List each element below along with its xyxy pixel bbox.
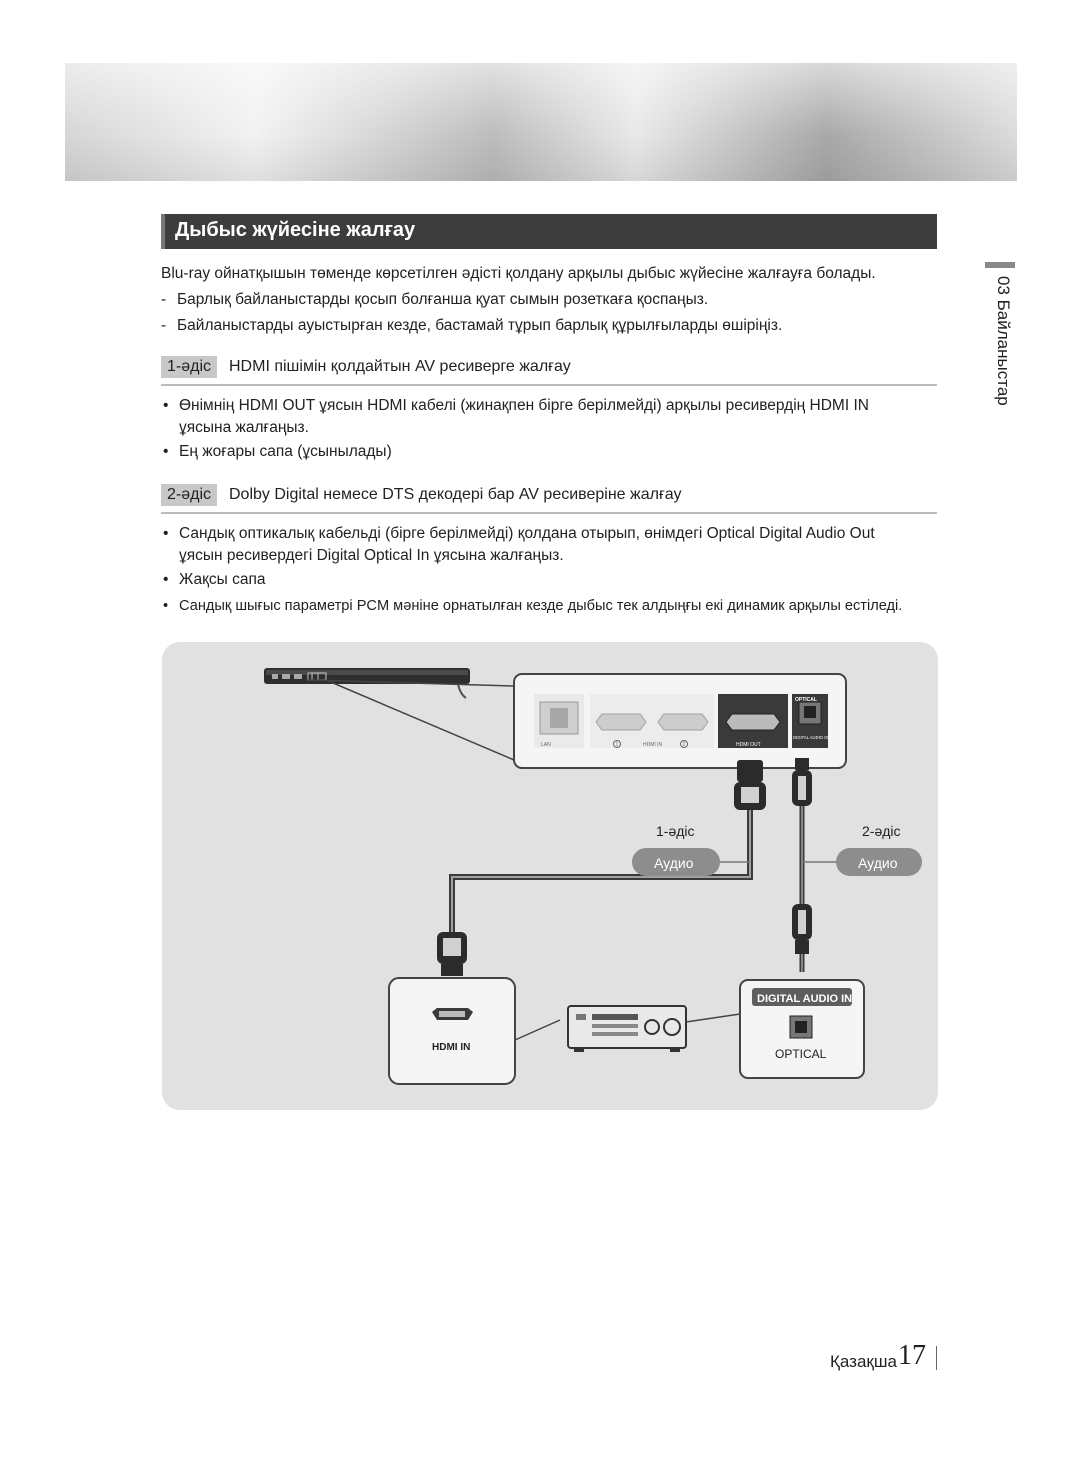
port-label-lan: LAN (541, 742, 551, 748)
bullet-dot: • (163, 571, 169, 588)
method2-bullet-1-text-cont: ұясын ресивердегі Digital Optical In ұяс… (179, 547, 564, 564)
method2-bullet-1-text: Сандық оптикалық кабельді (бірге берілме… (179, 525, 875, 542)
audio-badge-1-text: Аудио (654, 855, 694, 871)
method2-bullet-3: • Сандық шығыс параметрі PCM мәніне орна… (163, 596, 902, 616)
digital-audio-in-label: DIGITAL AUDIO IN (757, 993, 852, 1005)
header-banner (65, 63, 1017, 181)
method2-bullet-2-text: Жақсы сапа (179, 571, 266, 588)
method1-heading: 1-әдіс HDMI пішімін қолдайтын AV ресивер… (161, 356, 937, 386)
footer-divider (936, 1346, 937, 1370)
page-number: 17 (898, 1340, 926, 1371)
method1-bullet-2: • Ең жоғары сапа (ұсынылады) (163, 442, 392, 462)
bluray-player (264, 668, 470, 699)
method1-bullet-1: • Өнімнің HDMI OUT ұясын HDMI кабелі (жи… (163, 396, 869, 416)
bullet-dot: • (163, 598, 169, 614)
port-label-digital-audio-out: DIGITAL AUDIO OUT (793, 735, 833, 740)
footer-language: Қазақша (830, 1352, 897, 1371)
intro-note-1-text: Барлық байланыстарды қосып болғанша қуат… (177, 291, 709, 308)
chapter-marker (985, 262, 1015, 268)
method2-heading: 2-әдіс Dolby Digital немесе DTS декодері… (161, 484, 937, 514)
dash: - (161, 317, 167, 334)
method2-bullet-3-text: Сандық шығыс параметрі PCM мәніне орнаты… (179, 598, 903, 614)
optical-connector-bottom (792, 904, 812, 954)
audio-badge-2 (836, 848, 922, 876)
port-number-1: 1 (616, 742, 619, 748)
method2-title: Dolby Digital немесе DTS декодері бар AV… (229, 486, 682, 503)
bullet-dot: • (163, 397, 169, 414)
intro-note-2-text: Байланыстарды ауыстырған кезде, бастамай… (177, 317, 783, 334)
method1-bullet-2-text: Ең жоғары сапа (ұсынылады) (179, 443, 392, 460)
connection-diagram-svg: LAN 1 HDMI IN 2 HDMI OUT DIGITAL AUDIO O… (264, 668, 922, 1085)
digital-audio-in-panel (739, 979, 865, 1079)
diagram-method1-label: 1-әдіс (656, 823, 695, 839)
method2-tag: 2-әдіс (161, 484, 218, 506)
port-label-hdmi-in: HDMI IN (643, 742, 663, 748)
port-number-2: 2 (683, 742, 686, 748)
hdmi-in-label: HDMI IN (432, 1042, 470, 1053)
port-label-hdmi-out: HDMI OUT (736, 742, 761, 748)
diagram-method2-label: 2-әдіс (862, 823, 901, 839)
method1-bullet-1-text-cont: ұясына жалғаңыз. (179, 419, 309, 436)
bullet-dot: • (163, 525, 169, 542)
method2-bullet-2: • Жақсы сапа (163, 570, 265, 590)
dash: - (161, 291, 167, 308)
divider (161, 512, 937, 514)
page-title: Дыбыс жүйесіне жалғау (175, 219, 416, 241)
method2-bullet-1: • Сандық оптикалық кабельді (бірге беріл… (163, 524, 875, 544)
intro-note-2: - Байланыстарды ауыстырған кезде, бастам… (161, 316, 782, 336)
audio-badge-2-text: Аудио (858, 855, 898, 871)
hdmi-in-panel (388, 977, 516, 1085)
optical-connector-top (792, 758, 812, 806)
intro-text: Blu-ray ойнатқышын төменде көрсетілген ә… (161, 265, 876, 282)
method1-bullet-1-text: Өнімнің HDMI OUT ұясын HDMI кабелі (жина… (179, 397, 869, 414)
audio-badge-1 (632, 848, 720, 876)
optical-label: OPTICAL (775, 1047, 827, 1061)
intro-note-1: - Барлық байланыстарды қосып болғанша қу… (161, 290, 708, 310)
av-receiver (567, 1005, 687, 1052)
connection-diagram: LAN 1 HDMI IN 2 HDMI OUT DIGITAL AUDIO O… (162, 642, 938, 1110)
method1-title: HDMI пішімін қолдайтын AV ресиверге жалғ… (229, 358, 571, 375)
method1-tag: 1-әдіс (161, 356, 218, 378)
chapter-label: 03 Байланыстар (994, 276, 1013, 406)
divider (161, 384, 937, 386)
hdmi-connector-top (734, 760, 766, 810)
rear-panel-zoom (513, 673, 847, 769)
section-title-bar: Дыбыс жүйесіне жалғау (161, 214, 937, 249)
port-label-optical: OPTICAL (795, 697, 817, 703)
bullet-dot: • (163, 443, 169, 460)
